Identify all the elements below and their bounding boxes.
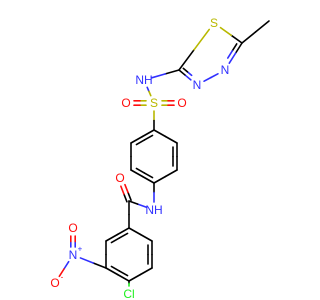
bond-a20-a21-inner-start	[118, 232, 129, 239]
bond-a3-a2-end	[193, 28, 211, 51]
atom-a10-o: O	[177, 96, 186, 110]
bond-a5-a3-inner-start	[186, 71, 193, 77]
atom-a19-o: O	[115, 171, 124, 185]
bond-a11-a12-inner-start	[143, 134, 154, 141]
bond-a20-a21-end	[105, 233, 119, 242]
bond-a18-a19-a-start	[127, 191, 132, 201]
bond-a20-a21-start	[116, 227, 130, 236]
bond-a20-a21-inner-end	[110, 237, 121, 244]
bond-a0-a1-start	[254, 20, 270, 33]
bond-a26-a27-end	[58, 268, 65, 278]
atom-label: N	[193, 78, 202, 92]
bond-a22-a23-end	[116, 273, 130, 282]
bond-a13-a14-start	[130, 169, 144, 178]
atom-label: N	[69, 248, 78, 262]
bonds-layer	[58, 20, 270, 287]
bond-a0-a1-end	[241, 31, 257, 44]
bond-a4-a5-end	[203, 76, 212, 83]
atom-label: S	[150, 96, 158, 110]
atom-a5-n: N	[193, 78, 202, 92]
atom-label: O	[68, 221, 77, 235]
bond-a1-a4-inner-start	[231, 43, 238, 52]
bond-a26-a27-start	[63, 260, 70, 270]
bond-a17-a18-start	[136, 203, 148, 209]
atom-charge: +	[78, 245, 83, 254]
bond-a5-a3-end	[178, 69, 186, 76]
bond-a1-a4-inner-end	[226, 50, 234, 59]
bond-a22-a23-start	[105, 267, 119, 276]
bond-a18-a19-a-end	[124, 183, 129, 194]
bond-a16-a11-start	[164, 135, 178, 144]
bond-a4-a5-start	[210, 72, 219, 79]
bond-a18-a19-b-end	[120, 185, 125, 195]
atom-charge: -	[61, 273, 64, 282]
atom-label: O	[177, 96, 186, 110]
atom-a8-s: S	[150, 96, 158, 110]
atom-label: N	[221, 63, 230, 77]
bond-a13-a14-inner-start	[135, 167, 146, 174]
bond-a18-a19-b-start	[123, 193, 128, 203]
bond-a22-a26-end	[79, 257, 95, 264]
atom-label: S	[210, 16, 218, 30]
bond-a14-a15-start	[153, 175, 167, 184]
bond-a1-a2-end	[219, 26, 233, 37]
bond-a22-a23-inner-end	[118, 270, 129, 277]
atom-a4-n: N	[221, 63, 230, 77]
atom-a29-cl: Cl	[123, 287, 134, 300]
atom-a26-n: N+	[69, 245, 83, 263]
background	[0, 0, 300, 300]
bond-a7-a8-end	[148, 90, 152, 97]
bond-a3-a7-end	[150, 73, 167, 79]
bond-a11-a12-start	[141, 129, 155, 138]
bond-a1-a4-end	[228, 52, 237, 65]
atom-a28-o: O	[68, 221, 77, 235]
atom-a27-o: O-	[50, 273, 63, 291]
bond-a1-a4-start	[234, 42, 243, 54]
atom-label: Cl	[123, 287, 134, 300]
bond-a5-a3-inner-end	[182, 67, 189, 73]
bond-a23-a24-end	[139, 267, 153, 276]
bond-a11-a12-end	[130, 135, 144, 144]
bond-a23-a24-start	[128, 273, 142, 282]
bond-a25-a20-start	[139, 233, 153, 242]
atom-label: O	[115, 171, 124, 185]
bond-a22-a23-inner-start	[110, 265, 121, 272]
bond-a14-a15-end	[164, 169, 178, 178]
bond-a13-a14-end	[141, 175, 155, 184]
bond-a3-a2-start	[178, 48, 195, 71]
atom-label: O	[121, 96, 130, 110]
atom-a17-n: NH	[145, 203, 162, 217]
bond-a1-a2-start	[230, 34, 243, 44]
atom-label: O	[50, 276, 59, 290]
bond-a11-a12-inner-end	[135, 139, 146, 146]
bond-a13-a14-inner-end	[143, 172, 154, 179]
bond-a17-a18-end	[128, 200, 139, 205]
bond-a22-a26-start	[92, 262, 107, 269]
atom-a7-n: NH	[135, 73, 152, 87]
bond-a25-a20-end	[128, 227, 142, 236]
bond-a16-a11-end	[153, 129, 167, 138]
bond-a5-a3-start	[184, 74, 192, 81]
atom-a9-o: O	[121, 96, 130, 110]
atom-label: NH	[145, 203, 162, 217]
bond-a3-a7-start	[164, 69, 180, 75]
atom-label: NH	[135, 73, 152, 87]
atom-a2-s: S	[210, 16, 218, 30]
